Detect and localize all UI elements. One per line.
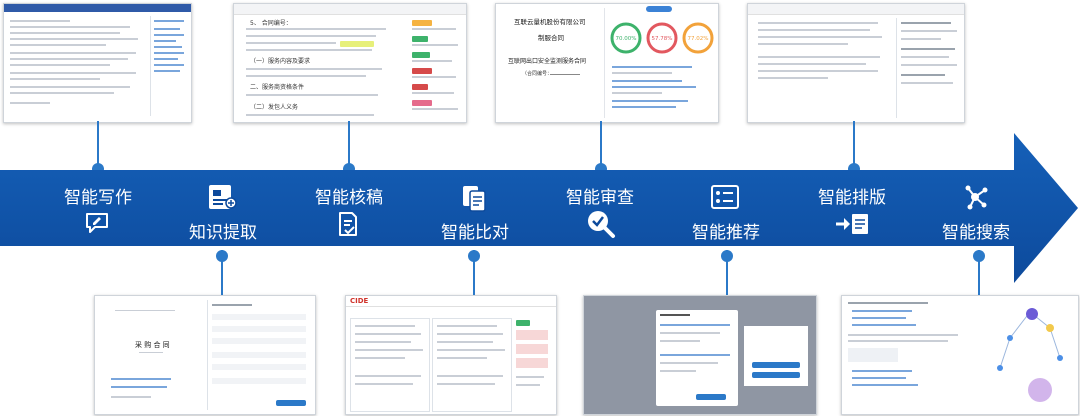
- extract-document: 采 购 合 同: [101, 300, 205, 410]
- search-results: [846, 300, 966, 410]
- arrow-band-shape: [0, 133, 1078, 283]
- layout-document: [756, 18, 886, 118]
- review-contract-page: 互联云量机股份有限公司 制服合同 互联网出口安全监测服务合同 （合同编号：: [500, 8, 605, 118]
- extract-form-panel: [207, 300, 312, 410]
- compare-diff-panel: [514, 318, 552, 410]
- step-label-layout: 智能排版: [818, 188, 886, 208]
- gauge-ring-3: [682, 22, 714, 54]
- compare-right-doc: [432, 318, 512, 412]
- thumbnail-knowledge-extract: 采 购 合 同: [94, 295, 316, 415]
- graph-cluster: [1028, 378, 1052, 402]
- thumbnail-smart-compare: CIDE: [345, 295, 557, 415]
- review-result-tabs: [646, 6, 672, 12]
- review-contract-title: 互联网出口安全监测服务合同: [508, 58, 587, 65]
- magnifier-check-icon: [588, 211, 615, 238]
- thumbnail-smart-review: 互联云量机股份有限公司 制服合同 互联网出口安全监测服务合同 （合同编号： 70…: [495, 3, 719, 123]
- extract-title: 采 购 合 同: [135, 341, 170, 349]
- recommend-side-panel: [744, 326, 808, 386]
- review-doc-type: 制服合同: [538, 34, 564, 42]
- verify-toolbar: [234, 4, 466, 15]
- gauge-ring-2: [646, 22, 678, 54]
- step-label-verify: 智能核稿: [315, 188, 383, 208]
- compare-left-doc: [350, 318, 430, 412]
- document-check-icon: [339, 212, 357, 236]
- review-score-gauges: 70.00% 57.78% 77.02%: [610, 22, 714, 54]
- thumbnail-header-bar: [4, 4, 191, 12]
- review-result-list: [610, 64, 710, 116]
- layout-side-panel: [896, 18, 961, 118]
- chat-edit-icon: [86, 213, 108, 233]
- connector-review: [600, 121, 602, 169]
- connector-dot-recommend: [721, 250, 733, 262]
- step-label-extract: 知识提取: [189, 223, 257, 243]
- connector-dot-review: [595, 163, 607, 175]
- verify-comment-panel: [410, 18, 462, 118]
- extract-confirm-button: [276, 400, 306, 406]
- review-company: 互联云量机股份有限公司: [514, 18, 586, 26]
- gauge-value-1: 70.00%: [616, 36, 637, 42]
- thumbnail-smart-verify: 5、 合同编号： （一）服务内容及要求 二、服务商资格条件 （二）发包人义务: [233, 3, 467, 123]
- connector-verify: [348, 121, 350, 169]
- verify-line-1: 5、 合同编号：: [250, 20, 292, 27]
- connector-dot-layout: [848, 163, 860, 175]
- thumbnail-smart-writing: [3, 3, 192, 123]
- layout-toolbar: [748, 4, 964, 15]
- highlight-mark: [340, 41, 374, 47]
- compare-brand: CIDE: [350, 297, 369, 305]
- network-search-icon: [965, 185, 988, 210]
- compare-header: CIDE: [346, 296, 556, 307]
- review-contract-no: （合同编号：: [522, 71, 553, 77]
- search-knowledge-graph: [997, 308, 1063, 402]
- verify-line-2: （一）服务内容及要求: [250, 58, 311, 65]
- recommend-dialog: [656, 310, 738, 406]
- verify-document: 5、 合同编号： （一）服务内容及要求 二、服务商资格条件 （二）发包人义务: [244, 18, 394, 118]
- document-compare-icon: [463, 186, 486, 212]
- connector-writing: [97, 121, 99, 169]
- step-label-search: 智能搜索: [942, 223, 1010, 243]
- writing-editor-panel: [8, 16, 146, 116]
- step-label-compare: 智能比对: [441, 223, 509, 243]
- connector-layout: [853, 121, 855, 169]
- connector-dot-search: [973, 250, 985, 262]
- connector-dot-compare: [468, 250, 480, 262]
- recommend-confirm-button: [696, 394, 726, 400]
- list-recommend-icon: [711, 185, 739, 209]
- layout-arrow-icon: [836, 214, 868, 234]
- gauge-value-3: 77.02%: [688, 36, 709, 42]
- thumbnail-smart-recommend: [583, 295, 817, 415]
- verify-line-4: （二）发包人义务: [250, 104, 299, 111]
- writing-side-panel: [150, 16, 189, 116]
- connector-dot-verify: [343, 163, 355, 175]
- gauge-value-2: 57.78%: [652, 36, 673, 42]
- connector-dot-extract: [216, 250, 228, 262]
- gauge-ring-1: [610, 22, 642, 54]
- thumbnail-smart-search: [841, 295, 1079, 415]
- step-label-writing: 智能写作: [64, 188, 132, 208]
- knowledge-extract-icon: [209, 185, 237, 209]
- verify-line-3: 二、服务商资格条件: [250, 84, 305, 91]
- step-label-review: 智能审查: [566, 188, 634, 208]
- thumbnail-smart-layout: [747, 3, 965, 123]
- connector-dot-writing: [92, 163, 104, 175]
- step-label-recommend: 智能推荐: [692, 223, 760, 243]
